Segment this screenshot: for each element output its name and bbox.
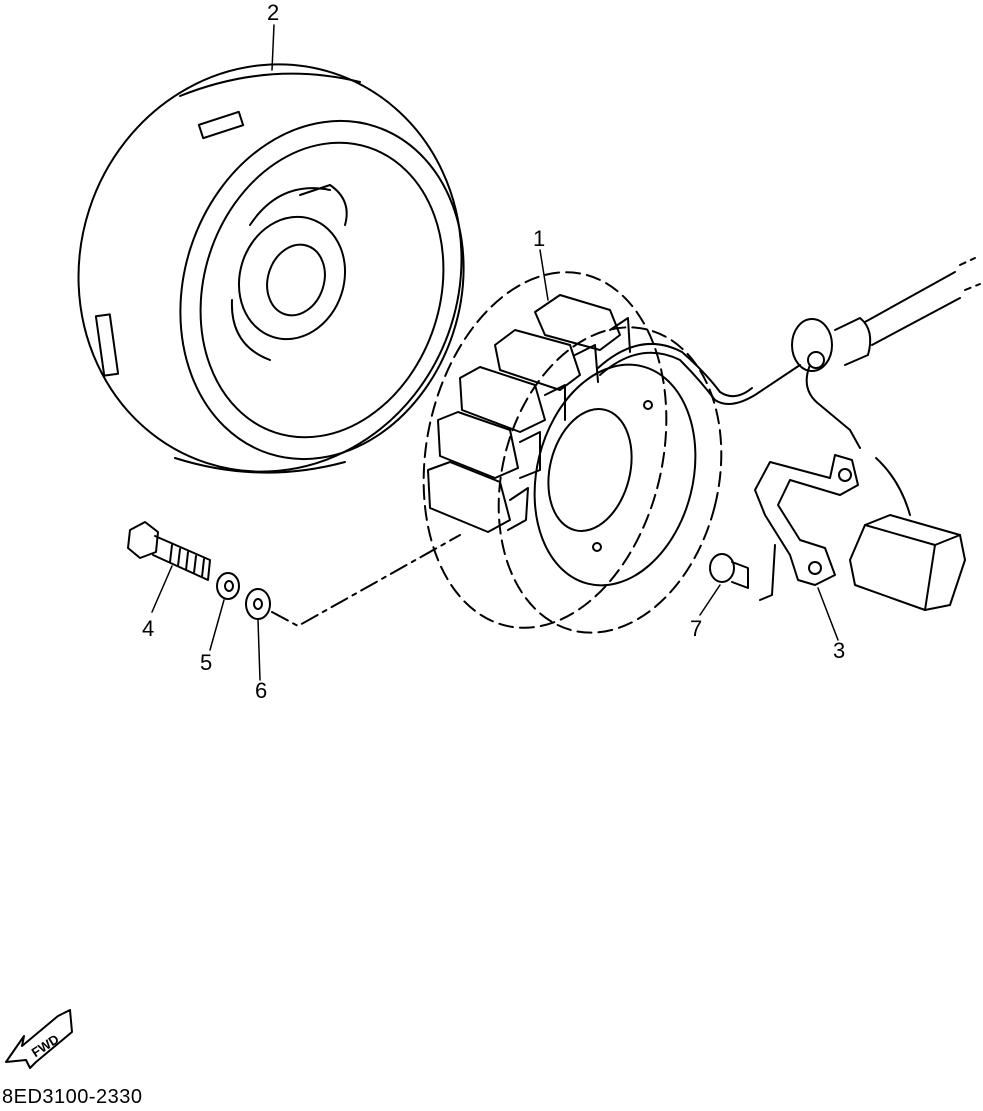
stator-phantom-outline bbox=[422, 271, 668, 629]
pickup-wire bbox=[805, 364, 861, 449]
rotor-slot-left bbox=[94, 313, 120, 377]
rotor-assembly bbox=[77, 63, 465, 474]
rotor-hub-outer bbox=[237, 215, 347, 341]
rotor-hub-boss bbox=[299, 184, 348, 226]
bracket-hole-bottom bbox=[808, 561, 822, 575]
leader-line-1 bbox=[539, 249, 549, 301]
harness-cable bbox=[864, 271, 961, 346]
lock-washer bbox=[216, 572, 240, 600]
rotor-rim-edge-bottom bbox=[174, 457, 346, 474]
leader-line-2 bbox=[271, 24, 275, 71]
rotor-outer-rim bbox=[77, 63, 463, 473]
grommet-collar bbox=[834, 317, 872, 366]
coil bbox=[534, 294, 621, 351]
lock-washer-inner bbox=[224, 580, 234, 592]
grommet bbox=[791, 318, 833, 372]
stator-assembly bbox=[422, 257, 981, 634]
coil bbox=[427, 461, 511, 533]
leader-line-3 bbox=[817, 587, 839, 641]
coil-windings bbox=[507, 317, 631, 531]
rotor-rim-edge bbox=[179, 72, 361, 97]
stator-base-plate bbox=[533, 363, 697, 587]
coupler bbox=[849, 514, 966, 611]
bracket-body bbox=[754, 454, 859, 586]
stator-lead-wire-2 bbox=[597, 343, 753, 398]
leader-line-4 bbox=[151, 565, 173, 613]
rotor-hub-inner bbox=[266, 243, 326, 317]
harness-cable-break bbox=[959, 257, 981, 291]
rotor-front-face bbox=[179, 119, 465, 461]
grommet-inner bbox=[807, 351, 825, 369]
callout-part-1: 1 bbox=[533, 226, 546, 251]
assembly-center-line bbox=[271, 534, 461, 627]
screw-small bbox=[709, 553, 749, 589]
bolt-threads bbox=[169, 544, 205, 578]
diagram-code: 8ED3100-2330 bbox=[2, 1086, 143, 1108]
rotor-inner-lip bbox=[199, 141, 445, 439]
callout-part-5: 5 bbox=[200, 650, 213, 675]
bolt-head bbox=[127, 521, 159, 559]
stator-lead-wire bbox=[599, 351, 801, 405]
callout-part-7: 7 bbox=[690, 616, 703, 641]
bracket-hole-top bbox=[838, 468, 852, 482]
screw-shank bbox=[731, 561, 749, 589]
stator-mount-hole-bottom bbox=[592, 542, 602, 552]
callout-part-4: 4 bbox=[142, 616, 155, 641]
coil bbox=[437, 411, 519, 479]
bracket bbox=[754, 454, 859, 601]
fwd-arrow-shape bbox=[5, 1009, 73, 1069]
plain-washer-outer bbox=[245, 588, 271, 620]
stator-coils bbox=[427, 294, 631, 533]
leader-line-5 bbox=[209, 599, 225, 651]
rotor-hub-detail bbox=[230, 187, 331, 361]
fwd-arrow: FWD bbox=[5, 1009, 73, 1069]
bracket-phantom-link bbox=[759, 544, 776, 601]
coil bbox=[494, 329, 581, 391]
leader-line-6 bbox=[257, 619, 261, 681]
stator-mount-hole-top bbox=[643, 400, 653, 410]
screw-head bbox=[709, 553, 735, 583]
stator-center-hole bbox=[547, 408, 633, 532]
lock-washer-outer bbox=[216, 572, 240, 600]
coupler-edge bbox=[864, 524, 961, 611]
rotor-slot-top bbox=[197, 110, 245, 140]
bolt-shank bbox=[152, 535, 211, 581]
plain-washer-inner bbox=[253, 598, 263, 610]
callout-part-6: 6 bbox=[255, 678, 268, 703]
plain-washer bbox=[245, 588, 271, 620]
callout-part-2: 2 bbox=[267, 0, 280, 25]
stator-phantom-outline-2 bbox=[497, 326, 723, 634]
leader-line-7 bbox=[699, 584, 721, 616]
bolt bbox=[127, 521, 211, 581]
coil bbox=[459, 366, 546, 433]
pickup-wire-2 bbox=[875, 457, 911, 516]
leader-lines bbox=[151, 24, 839, 681]
callout-part-3: 3 bbox=[833, 638, 846, 663]
